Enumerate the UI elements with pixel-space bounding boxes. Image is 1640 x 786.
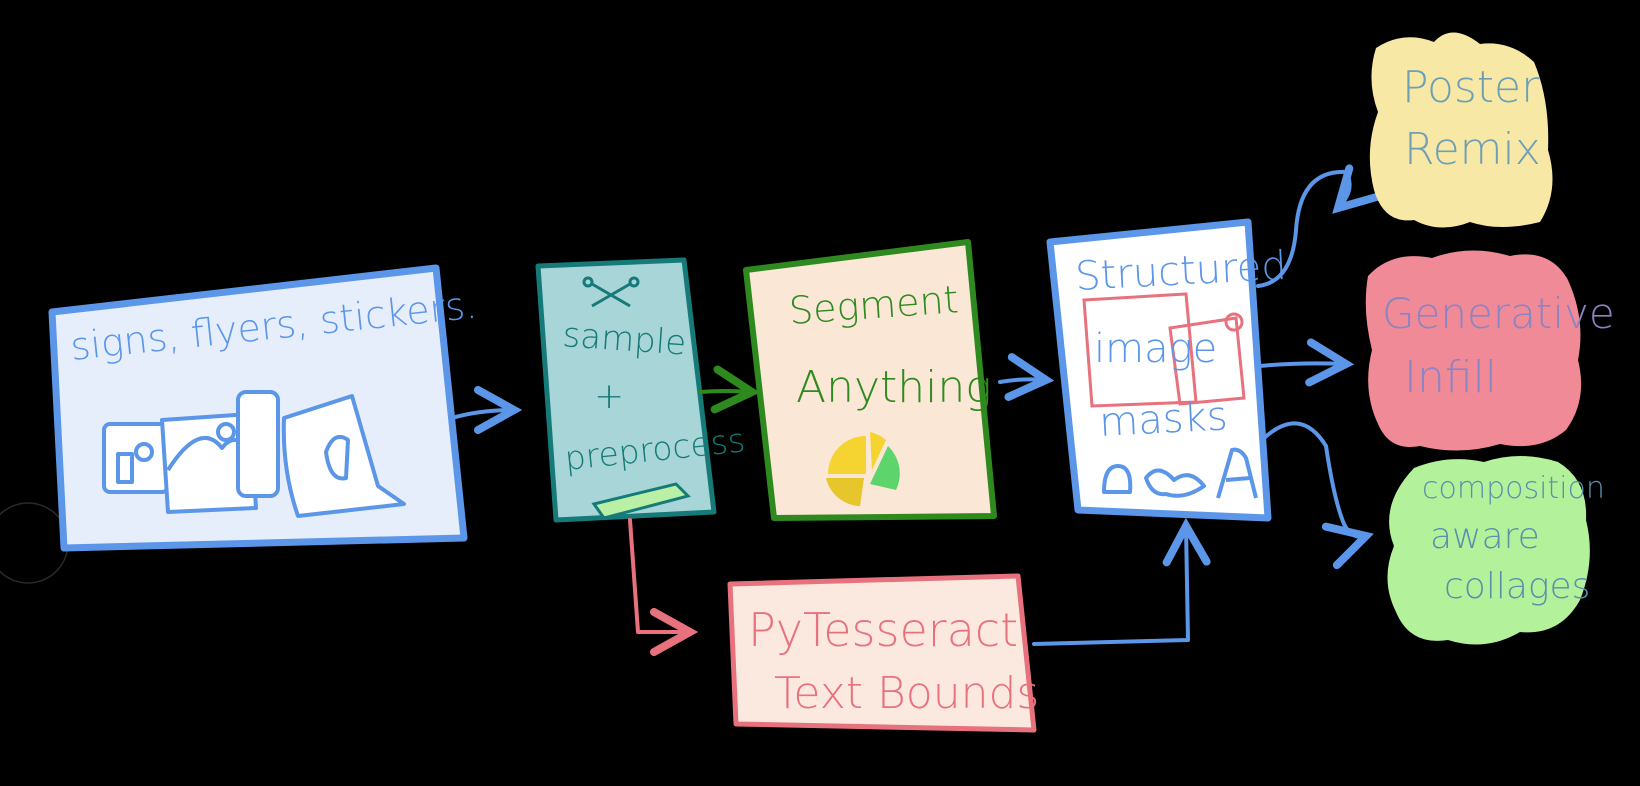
infill-node[interactable]: Generative Infill	[1365, 250, 1615, 451]
masks-node[interactable]: Structured image masks	[1046, 218, 1288, 522]
sample-label-2: +	[594, 376, 624, 417]
masks-label-2: image	[1094, 326, 1217, 372]
edge-sample-segment	[698, 391, 752, 392]
sample-label-1: sample	[561, 315, 687, 364]
masks-label-3: masks	[1098, 393, 1229, 446]
edge-masks-infill	[1258, 363, 1346, 366]
collage-label-2: aware	[1430, 516, 1540, 557]
inputs-node[interactable]: signs, flyers, stickers.	[48, 264, 479, 552]
segmented-circle-icon	[826, 432, 900, 506]
poster-node[interactable]: Poster Remix	[1369, 32, 1553, 228]
tray-icon	[591, 482, 691, 520]
edge-circle	[0, 502, 69, 584]
edge-sample-ocr	[628, 518, 690, 632]
edge-masks-collage	[1260, 421, 1366, 536]
segment-node[interactable]: Segment Anything	[743, 239, 997, 521]
mask-shapes-icon	[1102, 447, 1258, 499]
edge-inputs-sample	[450, 410, 514, 418]
collage-label-3: collages	[1444, 566, 1590, 607]
ocr-label-2: Text Bounds	[774, 668, 1039, 719]
edge-segment-masks	[998, 379, 1046, 382]
photos-documents-icon	[102, 390, 406, 518]
infill-label-2: Infill	[1404, 352, 1497, 403]
infill-label-1: Generative	[1382, 289, 1615, 338]
segment-label-2: Anything	[796, 362, 992, 413]
collage-node[interactable]: composition aware collages	[1387, 456, 1605, 645]
poster-label-1: Poster	[1402, 62, 1540, 113]
poster-label-2: Remix	[1404, 124, 1541, 175]
edge-ocr-masks	[1032, 526, 1188, 646]
mask-boxes	[1082, 292, 1246, 408]
ocr-label-1: PyTesseract	[748, 603, 1018, 657]
ocr-node[interactable]: PyTesseract Text Bounds	[727, 573, 1039, 733]
masks-label-1: Structured	[1074, 243, 1288, 300]
edge-masks-poster	[1256, 172, 1350, 288]
collage-label-1: composition	[1422, 471, 1605, 506]
scissors-icon	[582, 276, 640, 308]
